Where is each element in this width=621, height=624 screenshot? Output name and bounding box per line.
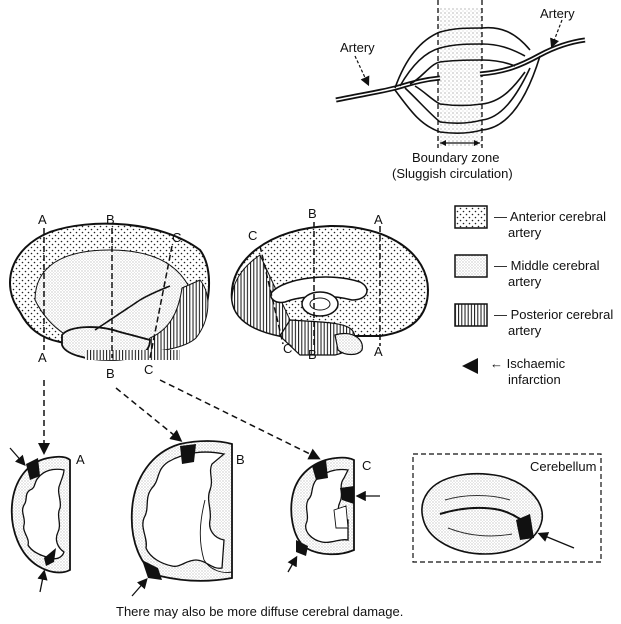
lateral-brain-view bbox=[9, 222, 211, 361]
section-line-c-lateral bbox=[149, 245, 173, 359]
medial-section-b-label: B bbox=[308, 206, 317, 221]
boundary-zone-label: Boundary zone bbox=[412, 150, 500, 165]
cerebellum-label: Cerebellum bbox=[530, 459, 597, 474]
legend-infarction-line1: ← Ischaemic bbox=[490, 356, 566, 371]
section-leader-arrows bbox=[38, 379, 321, 460]
medial-section-a-bottom-label: A bbox=[374, 344, 383, 359]
legend-anterior-line2: artery bbox=[508, 225, 542, 240]
lateral-section-c-bottom-label: C bbox=[144, 362, 154, 377]
legend-posterior-line1: — Posterior cerebral bbox=[494, 307, 614, 322]
infarction-a-bottom bbox=[44, 548, 56, 566]
artery-left-arrow bbox=[354, 55, 370, 87]
section-line-c-medial bbox=[259, 245, 284, 345]
legend-middle-line1: — Middle cerebral bbox=[494, 258, 600, 273]
infarction-a-top bbox=[26, 458, 40, 480]
cerebellum-panel bbox=[412, 453, 602, 563]
artery-right-label: Artery bbox=[540, 6, 575, 21]
legend-swatch-anterior bbox=[454, 205, 488, 229]
legend-posterior-line2: artery bbox=[508, 323, 542, 338]
infarction-cerebellum bbox=[516, 514, 534, 540]
legend-middle-line2: artery bbox=[508, 274, 542, 289]
coronal-section-a bbox=[9, 447, 71, 593]
infarction-b-top bbox=[180, 444, 196, 464]
section-a-label: A bbox=[76, 452, 85, 467]
coronal-section-b bbox=[130, 440, 233, 597]
boundary-zone-note: (Sluggish circulation) bbox=[392, 166, 513, 181]
legend-infarction-line2: infarction bbox=[508, 372, 561, 387]
legend-anterior-line1: — Anterior cerebral bbox=[494, 209, 606, 224]
temporal-pole-medial bbox=[334, 332, 363, 356]
boundary-zone-diagram bbox=[335, 0, 586, 148]
infarction-c-top bbox=[312, 460, 328, 480]
sylvian-fissure bbox=[94, 285, 171, 331]
medial-section-a-label: A bbox=[374, 212, 383, 227]
coronal-section-c bbox=[287, 456, 380, 573]
lateral-section-c-label: C bbox=[172, 230, 182, 245]
medial-section-b-bottom-label: B bbox=[308, 347, 317, 362]
posterior-territory-lateral bbox=[139, 279, 209, 353]
artery-left-label: Artery bbox=[340, 40, 375, 55]
section-c-label: C bbox=[362, 458, 372, 473]
infarction-b-bottom bbox=[142, 560, 162, 580]
legend-swatch-middle bbox=[454, 254, 488, 278]
posterior-territory-medial-lower bbox=[279, 319, 356, 356]
section-b-label: B bbox=[236, 452, 245, 467]
legend-swatch-infarction bbox=[462, 358, 478, 374]
legend bbox=[454, 205, 488, 374]
lateral-section-a-bottom-label: A bbox=[38, 350, 47, 365]
medial-section-c-label: C bbox=[248, 228, 258, 243]
lateral-section-a-label: A bbox=[38, 212, 47, 227]
legend-swatch-posterior bbox=[454, 303, 488, 327]
infarction-c-right bbox=[340, 486, 354, 504]
footer-note: There may also be more diffuse cerebral … bbox=[116, 604, 404, 619]
medial-brain-view bbox=[230, 222, 430, 356]
vessel-branches bbox=[394, 26, 541, 135]
corpus-callosum bbox=[270, 276, 368, 304]
artery-right-arrow bbox=[550, 19, 563, 49]
medial-section-c-bottom-label: C bbox=[283, 341, 293, 356]
infarction-c-bottom bbox=[296, 540, 308, 556]
lateral-section-b-bottom-label: B bbox=[106, 366, 115, 381]
lateral-section-b-label: B bbox=[106, 212, 115, 227]
cerebellum-outline bbox=[421, 472, 543, 555]
